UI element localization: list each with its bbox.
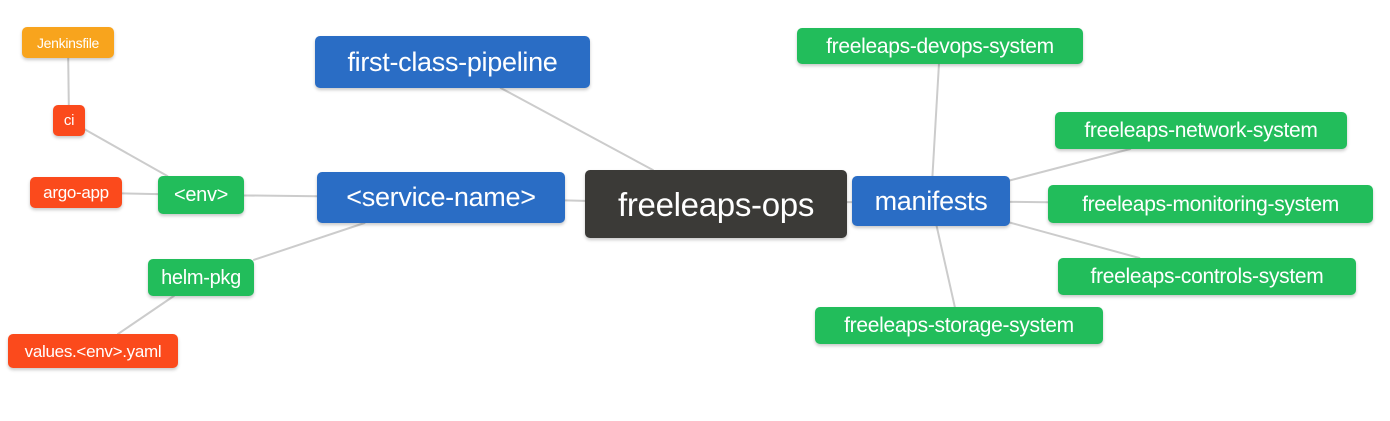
node-label: ci [63,112,75,129]
mindmap-node-ci[interactable]: ci [53,105,85,136]
mindmap-node-argo-app[interactable]: argo-app [30,177,122,208]
edge-manifests-network-system [1009,148,1132,182]
node-label: freeleaps-controls-system [1090,265,1324,288]
edge-manifests-controls-system [1009,221,1141,259]
node-label: first-class-pipeline [347,46,558,77]
node-label: <env> [173,184,229,206]
mindmap-node-env[interactable]: <env> [158,176,244,214]
node-label: helm-pkg [161,266,241,289]
mindmap-node-monitoring-system[interactable]: freeleaps-monitoring-system [1048,185,1373,223]
node-label: argo-app [43,183,109,202]
edge-jenkinsfile-ci [67,57,70,106]
mindmap-node-devops-system[interactable]: freeleaps-devops-system [797,28,1083,64]
mindmap-node-network-system[interactable]: freeleaps-network-system [1055,112,1347,149]
node-label: values.<env>.yaml [24,341,162,361]
edge-env-service-name [243,194,318,198]
node-label: freeleaps-network-system [1084,119,1318,142]
edge-manifests-devops-system [931,63,940,177]
edge-helm-pkg-service-name [253,222,366,261]
edge-manifests-storage-system [935,225,956,308]
edge-argo-app-env [121,192,159,196]
node-label: freeleaps-monitoring-system [1082,192,1339,216]
edge-values-env-yaml-helm-pkg [116,295,175,335]
mindmap-node-storage-system[interactable]: freeleaps-storage-system [815,307,1103,344]
edge-ci-env [84,128,169,177]
mindmap-node-controls-system[interactable]: freeleaps-controls-system [1058,258,1356,295]
node-label: freeleaps-storage-system [844,314,1074,337]
node-label: freeleaps-devops-system [826,34,1054,58]
mindmap-node-freeleaps-ops[interactable]: freeleaps-ops [585,170,847,238]
node-label: <service-name> [346,182,536,212]
mindmap-node-manifests[interactable]: manifests [852,176,1010,226]
edge-first-class-pipeline-freeleaps-ops [499,87,654,171]
mindmap-node-helm-pkg[interactable]: helm-pkg [148,259,254,296]
mindmap-node-service-name[interactable]: <service-name> [317,172,565,223]
node-label: manifests [874,185,988,216]
node-label: freeleaps-ops [617,185,815,223]
mindmap-node-first-class-pipeline[interactable]: first-class-pipeline [315,36,590,88]
mindmap-node-jenkinsfile[interactable]: Jenkinsfile [22,27,114,58]
node-label: Jenkinsfile [36,34,100,51]
mindmap-node-values-env-yaml[interactable]: values.<env>.yaml [8,334,178,368]
